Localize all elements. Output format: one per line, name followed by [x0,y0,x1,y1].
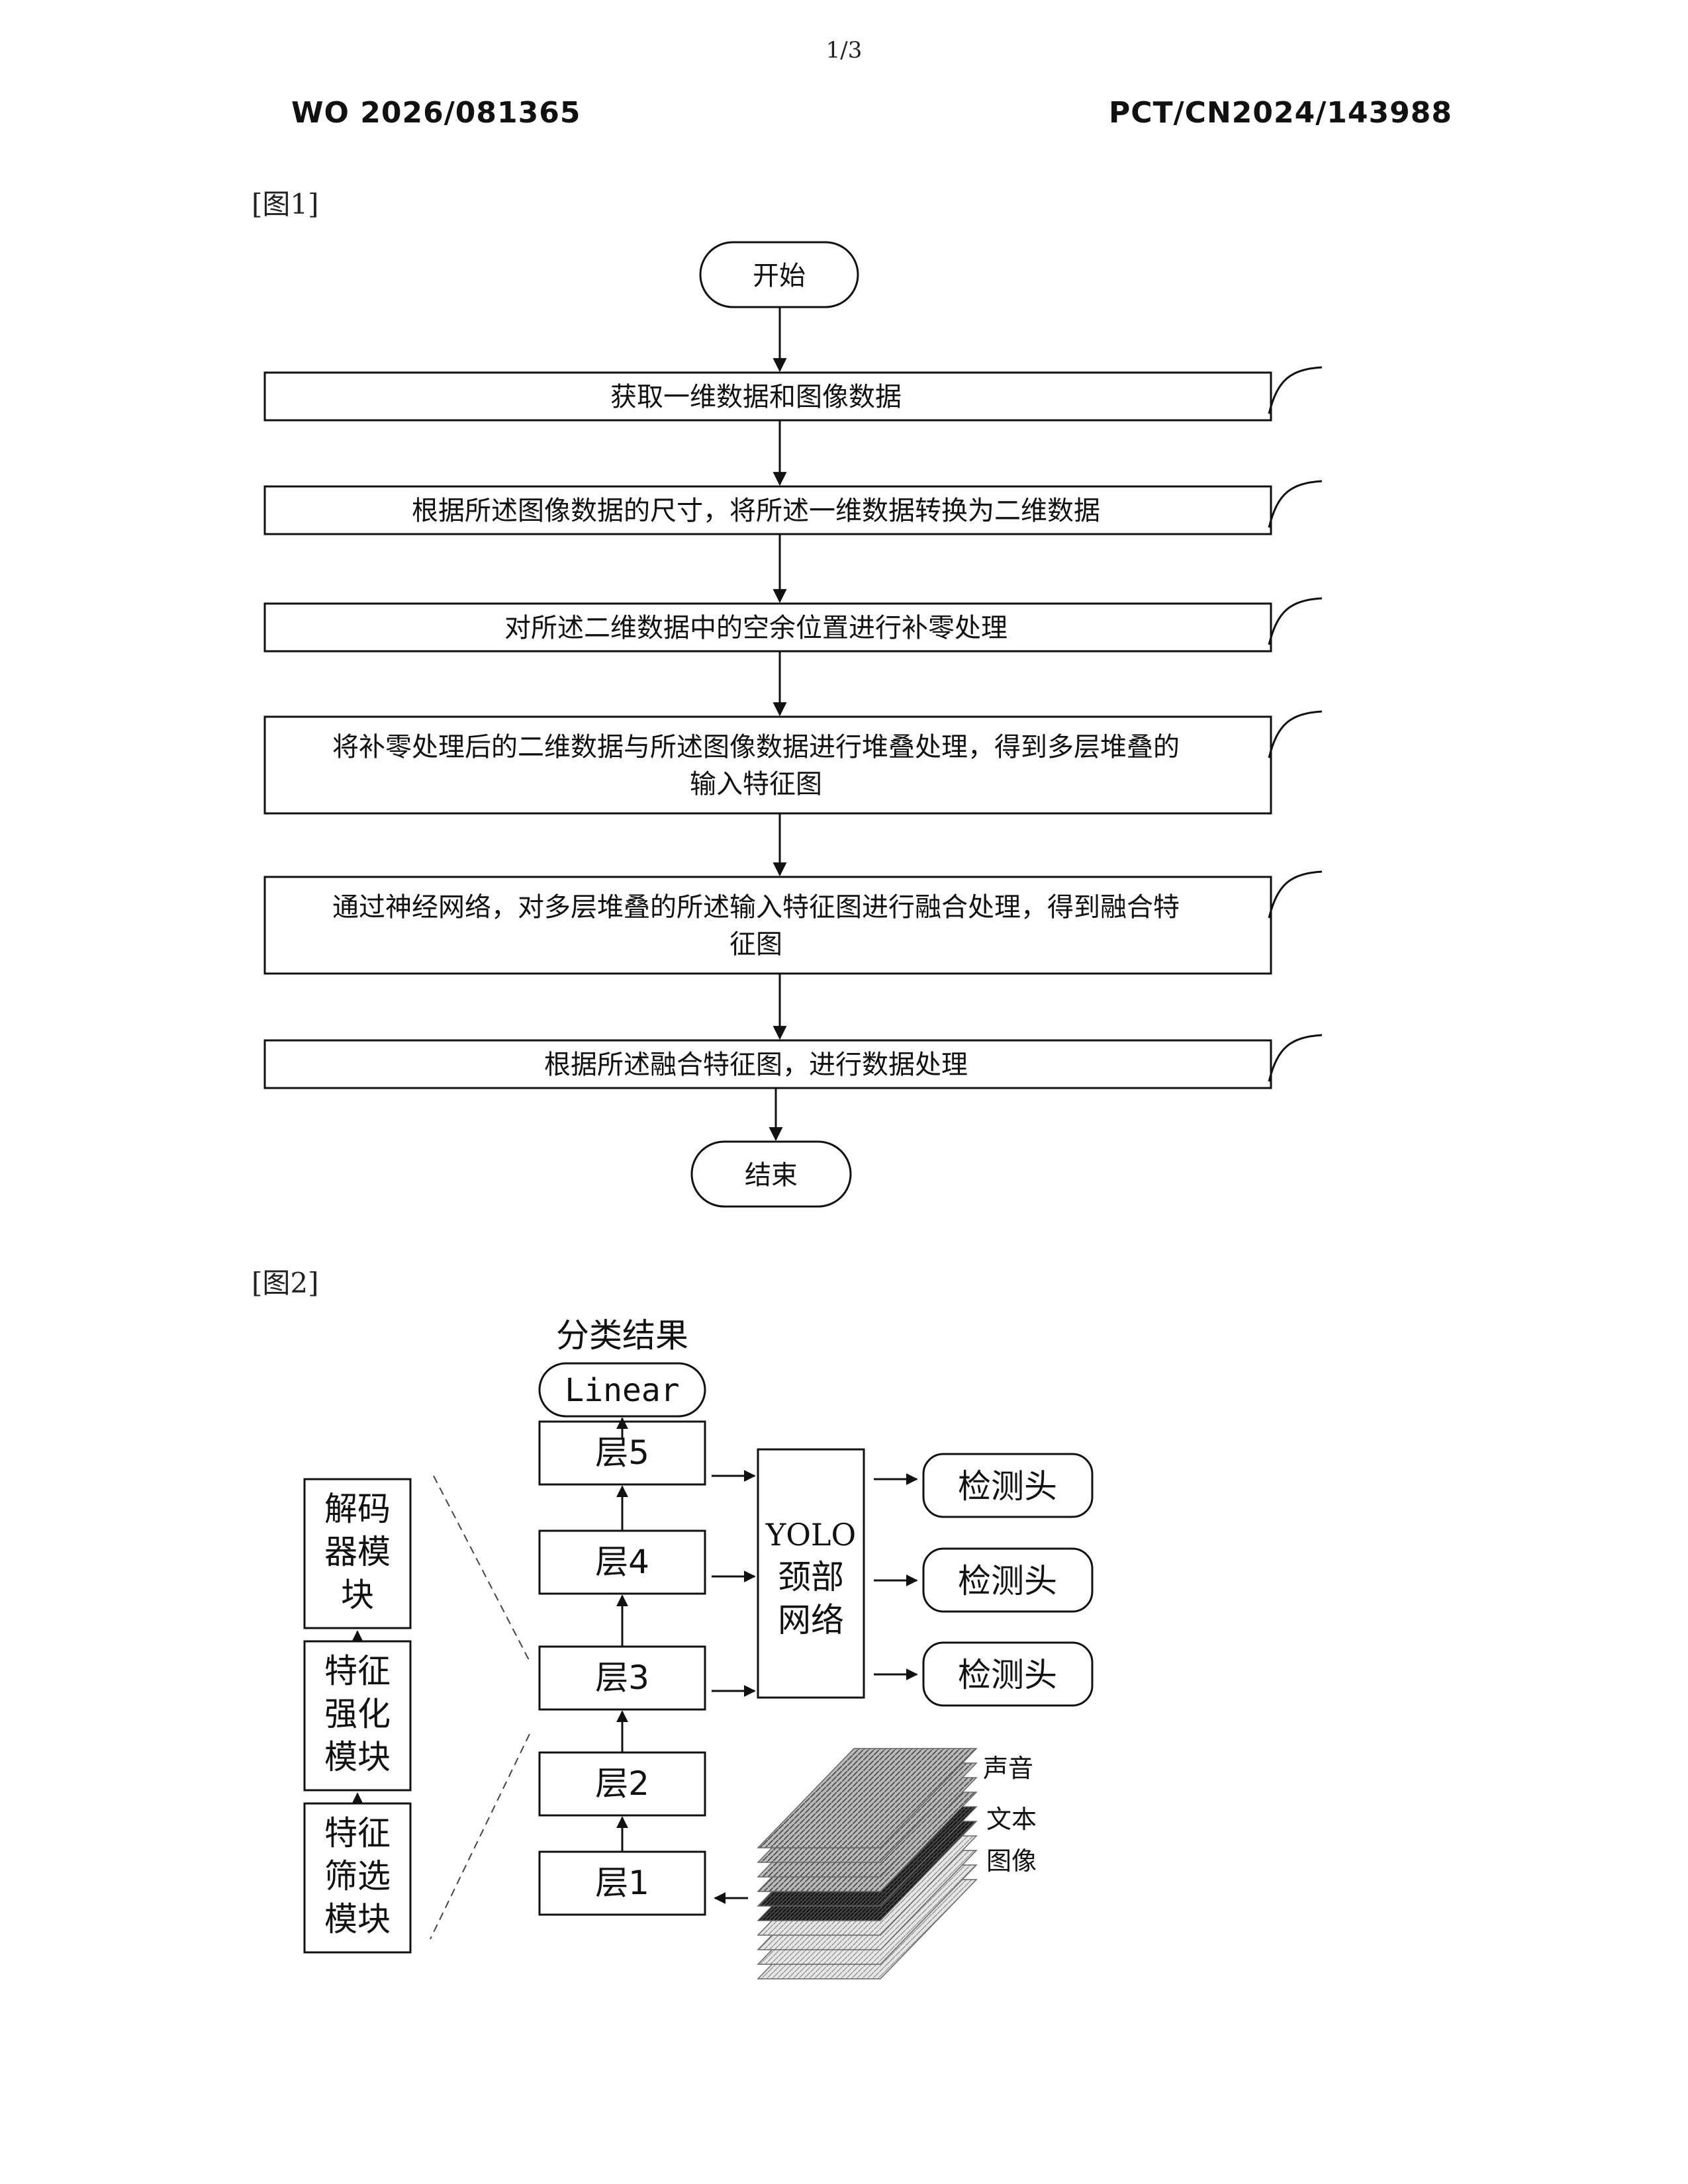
stack-label-audio: 声音 [983,1754,1033,1783]
module-2-line-3: 模块 [324,1738,391,1776]
flow-step-5-line-1: 通过神经网络，对多层堆叠的所述输入特征图进行融合处理，得到融合特 [332,892,1180,923]
flow-step-3-line-1: 对所述二维数据中的空余位置进行补零处理 [504,613,1008,643]
flow-step-5-line-2: 征图 [729,929,782,960]
module-2-line-1: 特征 [324,1652,391,1690]
side-modules: 解码器模块特征强化模块特征筛选模块 [305,1479,410,1952]
stack-label-text: 文本 [986,1805,1037,1834]
flow-start-label: 开始 [753,261,806,291]
flow-step-boxes [265,373,1271,1088]
module-3-line-3: 模块 [324,1900,391,1938]
zoom-dashed-line-bottom [430,1734,530,1939]
layer-1-label: 层1 [595,1864,649,1902]
module-1-line-2: 器模 [324,1533,391,1571]
classification-result-label: 分类结果 [556,1316,688,1355]
reference-curve-4 [1269,711,1322,758]
flow-step-2-line-1: 根据所述图像数据的尺寸，将所述一维数据转换为二维数据 [412,496,1100,526]
reference-curve-5 [1269,872,1322,918]
zoom-dashed-line-top [434,1476,530,1661]
reference-curve-1 [1269,367,1322,414]
linear-label: Linear [565,1372,679,1409]
flow-end-label: 结束 [745,1160,798,1191]
flow-step-4-line-1: 将补零处理后的二维数据与所述图像数据进行堆叠处理，得到多层堆叠的 [332,732,1180,762]
flow-step-1-line-1: 获取一维数据和图像数据 [610,382,902,412]
layer-4-label: 层4 [595,1543,649,1581]
stack-label-image: 图像 [986,1846,1037,1876]
detection-heads: 检测头检测头检测头 [874,1454,1092,1706]
detection-head-3-label: 检测头 [958,1656,1057,1694]
detection-head-2-label: 检测头 [958,1562,1057,1600]
yolo-neck-line-1: YOLO [765,1517,856,1553]
reference-curve-2 [1269,481,1322,527]
reference-curve-3 [1269,598,1322,645]
input-feature-stack [758,1749,976,1979]
detection-head-1-label: 检测头 [958,1467,1057,1506]
layer-2-label: 层2 [595,1764,649,1803]
step-reference-curves [1269,367,1322,1081]
module-2-line-2: 强化 [324,1695,391,1733]
figure2-network-diagram: 分类结果 Linear 层1层2层3层4层5 解码器模块特征强化模块特征筛选模块… [0,1257,1688,2052]
module-1-line-1: 解码 [324,1490,391,1528]
yolo-neck-line-3: 网络 [778,1601,844,1639]
flow-step-6-line-1: 根据所述融合特征图，进行数据处理 [544,1050,968,1080]
flow-step-4-line-2: 输入特征图 [690,769,822,799]
yolo-neck-line-2: 颈部 [778,1558,844,1596]
module-3-line-1: 特征 [324,1814,391,1852]
layer-3-label: 层3 [595,1659,649,1697]
reference-curve-6 [1269,1035,1322,1081]
module-3-line-2: 筛选 [324,1857,391,1895]
figure1-flowchart: 开始 结束 获取一维数据和图像数据根据所述图像数据的尺寸，将所述一维数据转换为二… [0,0,1688,1257]
module-1-line-3: 块 [341,1576,374,1614]
